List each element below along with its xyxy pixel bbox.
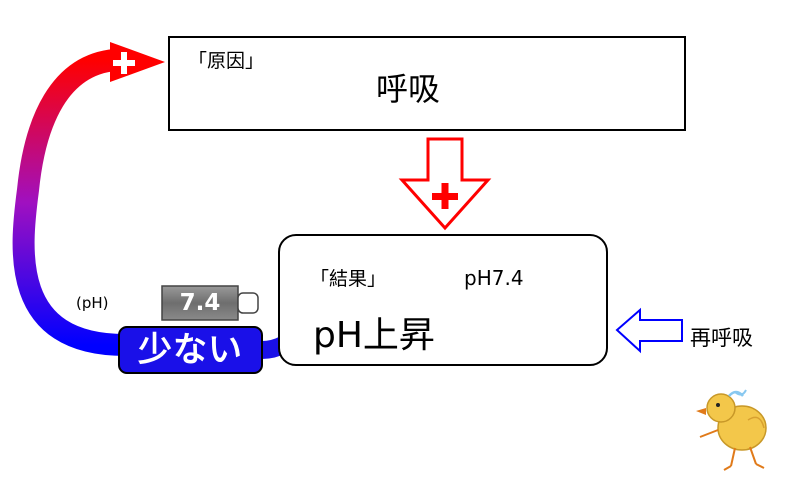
- cause-title: 呼吸: [376, 70, 441, 108]
- result-tag: 「結果」: [310, 268, 387, 290]
- battery-meter-cap: [237, 292, 259, 314]
- reabsorb-label: 再呼吸: [690, 326, 753, 350]
- loop-plus-v: [121, 52, 127, 74]
- feedback-loop-curve: [12, 49, 126, 356]
- meter-value: 7.4: [179, 290, 221, 316]
- down-arrow-plus-v: [441, 183, 449, 209]
- less-label-pill: 少ない: [118, 326, 263, 374]
- cause-tag: 「原因」: [188, 50, 265, 72]
- cause-box: [168, 36, 686, 131]
- chick-illustration: [696, 389, 767, 471]
- ph-paren-label: (pH): [76, 294, 109, 312]
- result-title: pH上昇: [313, 315, 435, 356]
- result-ph-value: pH7.4: [464, 266, 524, 290]
- left-arrow-icon: [615, 307, 683, 354]
- result-box: [278, 234, 608, 366]
